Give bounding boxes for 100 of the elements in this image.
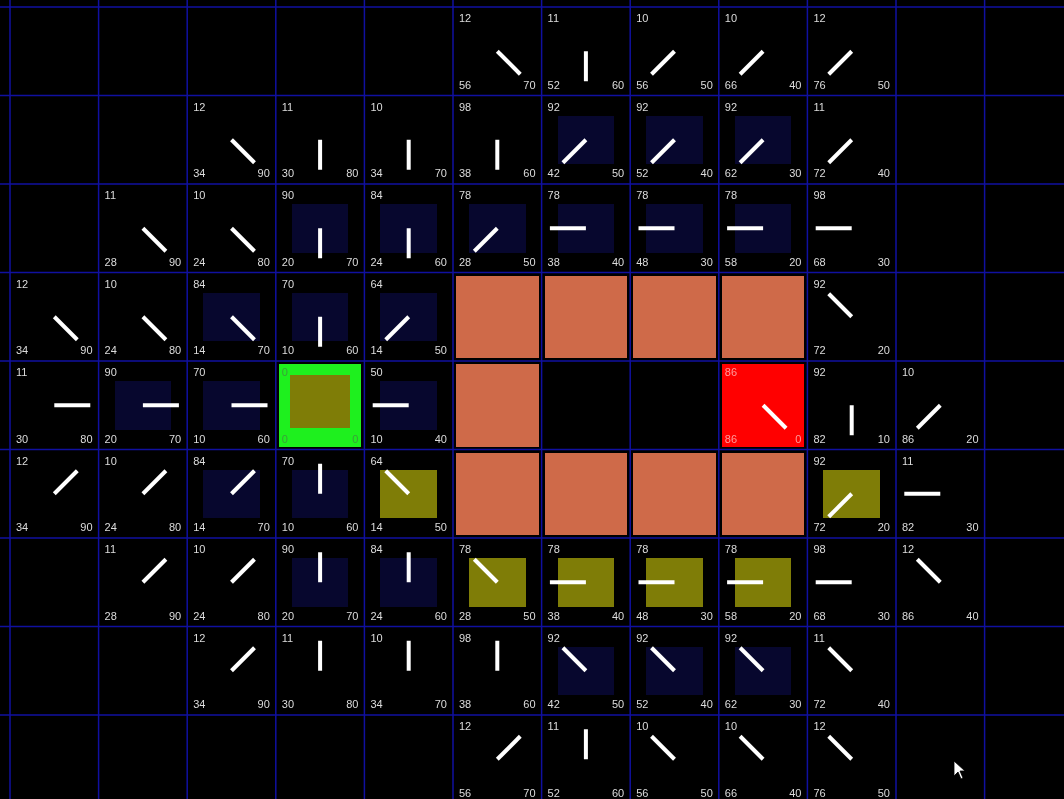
h-score-number: 40	[789, 78, 802, 91]
f-score-number: 78	[636, 189, 649, 201]
g-score-number: 28	[459, 609, 472, 622]
h-score-number: 50	[523, 609, 536, 622]
g-score-number: 62	[724, 698, 738, 710]
h-score-number: 90	[80, 344, 93, 356]
f-score-number: 92	[547, 100, 560, 113]
h-score-number: 40	[877, 167, 890, 179]
g-score-number: 14	[370, 344, 383, 356]
g-score-number: 42	[547, 167, 560, 179]
g-score-number: 34	[370, 698, 383, 710]
f-score-number: 10	[370, 100, 383, 113]
f-score-number: 84	[370, 189, 383, 201]
h-score-number: 60	[257, 432, 270, 445]
f-score-number: 92	[636, 100, 649, 113]
g-score-number: 52	[636, 167, 649, 179]
h-score-number: 90	[257, 698, 270, 710]
wall-block	[633, 452, 716, 535]
g-score-number: 56	[636, 786, 649, 799]
g-score-number: 24	[370, 609, 383, 622]
f-score-number: 84	[193, 454, 206, 467]
f-score-number: 98	[813, 543, 826, 555]
f-score-number: 12	[459, 12, 472, 24]
h-score-number: 50	[523, 255, 536, 268]
g-score-number: 68	[813, 255, 826, 268]
h-score-number: 0	[352, 432, 359, 445]
g-score-number: 52	[547, 78, 560, 91]
g-score-number: 58	[724, 609, 738, 622]
f-score-number: 92	[724, 100, 738, 113]
h-score-number: 60	[611, 786, 625, 799]
f-score-number: 92	[813, 277, 826, 290]
f-score-number: 92	[636, 631, 649, 644]
wall-block	[721, 275, 805, 358]
f-score-number: 90	[281, 543, 295, 555]
f-score-number: 11	[547, 12, 559, 24]
g-score-number: 52	[636, 698, 649, 710]
f-score-number: 11	[813, 631, 825, 644]
f-score-number: 12	[902, 543, 915, 555]
f-score-number: 90	[104, 366, 117, 378]
g-score-number: 66	[724, 786, 738, 799]
h-score-number: 70	[168, 432, 182, 445]
h-score-number: 70	[346, 255, 359, 268]
g-score-number: 10	[281, 521, 295, 533]
f-score-number: 11	[16, 366, 28, 378]
f-score-number: 70	[193, 366, 206, 378]
wall-block	[721, 452, 805, 535]
f-score-number: 64	[370, 454, 383, 467]
h-score-number: 30	[700, 255, 713, 268]
g-score-number: 24	[193, 609, 206, 622]
g-score-number: 68	[813, 609, 826, 622]
h-score-number: 30	[877, 609, 890, 622]
g-score-number: 66	[724, 78, 738, 91]
g-score-number: 34	[193, 167, 206, 179]
f-score-number: 11	[902, 454, 914, 467]
f-score-number: 92	[813, 366, 826, 378]
g-score-number: 34	[16, 521, 29, 533]
g-score-number: 72	[813, 698, 826, 710]
h-score-number: 20	[789, 609, 802, 622]
h-score-number: 70	[257, 344, 270, 356]
f-score-number: 84	[193, 277, 206, 290]
h-score-number: 90	[80, 521, 93, 533]
f-score-number: 84	[370, 543, 383, 555]
g-score-number: 10	[281, 344, 295, 356]
h-score-number: 40	[611, 609, 625, 622]
g-score-number: 62	[724, 167, 738, 179]
h-score-number: 0	[795, 432, 802, 445]
g-score-number: 24	[370, 255, 383, 268]
h-score-number: 60	[346, 344, 359, 356]
g-score-number: 76	[813, 78, 826, 91]
g-score-number: 28	[104, 255, 117, 268]
h-score-number: 40	[966, 609, 979, 622]
h-score-number: 80	[168, 521, 182, 533]
h-score-number: 40	[434, 432, 447, 445]
h-score-number: 60	[434, 255, 447, 268]
f-score-number: 78	[724, 543, 738, 555]
g-score-number: 86	[902, 609, 915, 622]
g-score-number: 30	[281, 167, 295, 179]
h-score-number: 70	[257, 521, 270, 533]
g-score-number: 20	[281, 609, 295, 622]
g-score-number: 76	[813, 786, 826, 799]
h-score-number: 80	[168, 344, 182, 356]
f-score-number: 78	[636, 543, 649, 555]
f-score-number: 11	[813, 100, 825, 113]
h-score-number: 60	[611, 78, 625, 91]
f-score-number: 10	[636, 12, 649, 24]
h-score-number: 70	[346, 609, 359, 622]
h-score-number: 40	[611, 255, 625, 268]
wall-block	[633, 275, 716, 358]
f-score-number: 10	[724, 720, 738, 732]
h-score-number: 60	[346, 521, 359, 533]
f-score-number: 12	[193, 631, 206, 644]
f-score-number: 10	[636, 720, 649, 732]
h-score-number: 50	[434, 344, 447, 356]
wall-block	[456, 452, 539, 535]
h-score-number: 70	[434, 167, 447, 179]
g-score-number: 56	[636, 78, 649, 91]
f-score-number: 10	[370, 631, 383, 644]
h-score-number: 50	[700, 786, 713, 799]
g-score-number: 58	[724, 255, 738, 268]
h-score-number: 30	[789, 167, 802, 179]
